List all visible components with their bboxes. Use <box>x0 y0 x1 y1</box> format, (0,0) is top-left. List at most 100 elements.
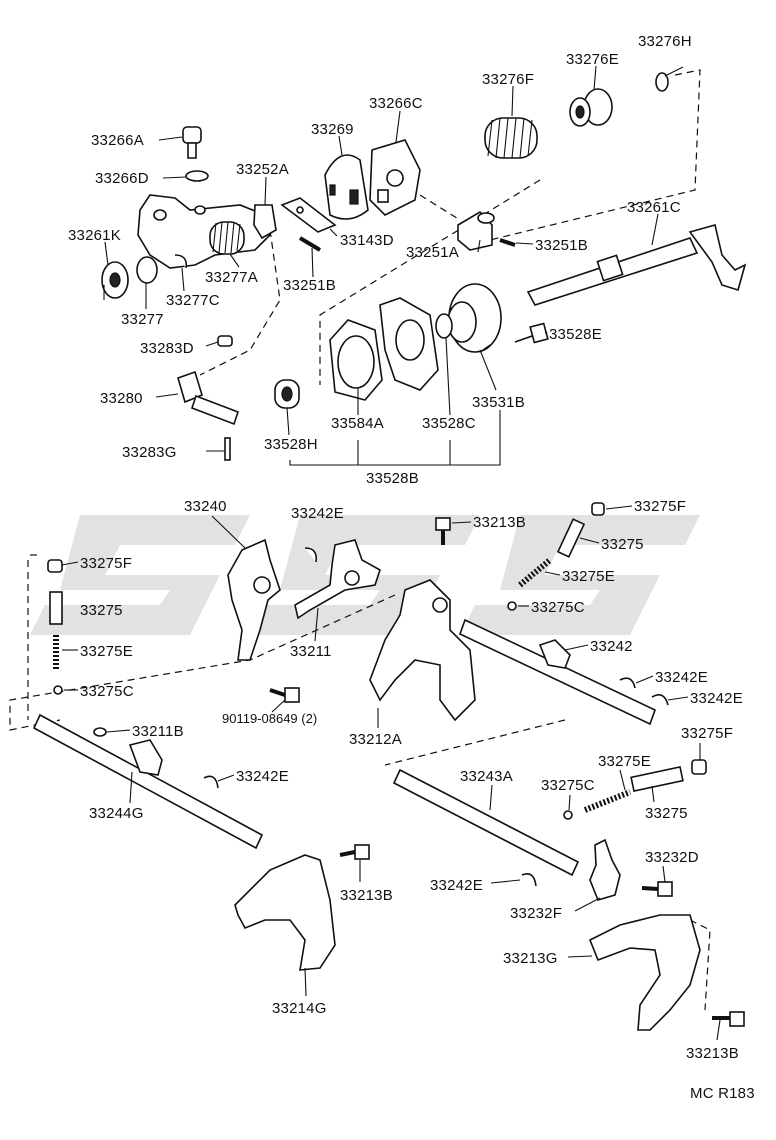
plug-33275F-bottom <box>691 759 707 775</box>
label-33251B-left: 33251B <box>283 277 336 294</box>
assembly-dashed-lines <box>9 69 711 1011</box>
fork-33212A <box>369 579 476 722</box>
label-33143D: 33143D <box>340 232 394 249</box>
label-33275E-right: 33275E <box>562 568 615 585</box>
shift-housing <box>137 194 271 269</box>
bushing-33528H <box>274 379 300 409</box>
actuator-33280 <box>177 370 240 426</box>
label-33277C: 33277C <box>166 292 220 309</box>
label-33213B-c: 33213B <box>686 1045 739 1062</box>
label-33528E: 33528E <box>549 326 602 343</box>
diagram-code: MC R183 <box>690 1085 755 1102</box>
label-33266D: 33266D <box>95 170 149 187</box>
label-33214G: 33214G <box>272 1000 327 1017</box>
label-33275C-left: 33275C <box>80 683 134 700</box>
lever-33240 <box>227 538 281 661</box>
snap-ring-33276H <box>655 72 669 92</box>
part-labels: 33276H 33276E 33276F 33266C 33269 33266A… <box>68 33 755 1102</box>
collar-33251A <box>457 210 495 251</box>
bolt-33528E <box>514 322 549 344</box>
label-90119-08649: 90119-08649 (2) <box>222 711 317 726</box>
pin-33251B-right <box>499 238 516 247</box>
label-33266C: 33266C <box>369 95 423 112</box>
ball-33275C-left <box>53 685 63 695</box>
lever-33211 <box>294 539 381 620</box>
clip-33242E-e <box>521 873 537 887</box>
plug-33275F-left <box>47 559 63 573</box>
label-33213B-b: 33213B <box>340 887 393 904</box>
ring-33277 <box>136 256 158 284</box>
label-33242E-e: 33242E <box>430 877 483 894</box>
label-33275E-left: 33275E <box>80 643 133 660</box>
label-33213G: 33213G <box>503 950 558 967</box>
label-33276H: 33276H <box>638 33 692 50</box>
leader-lines <box>61 65 721 1041</box>
label-33275E-bottom: 33275E <box>598 753 651 770</box>
bolt-33213B-c <box>712 1011 745 1027</box>
shaft-33242 <box>459 618 656 726</box>
clip-33242E-a <box>304 547 318 563</box>
pin-33275-bottom <box>630 766 684 792</box>
lever-33252A <box>253 204 277 240</box>
ball-33275C-right <box>507 601 517 611</box>
label-33232D: 33232D <box>645 849 699 866</box>
fork-33213G <box>588 914 701 1031</box>
bracket-33266C <box>369 139 421 216</box>
label-33275F-right: 33275F <box>634 498 686 515</box>
extension-housing <box>379 297 439 391</box>
label-33275-left: 33275 <box>80 602 123 619</box>
plate-33143D <box>280 197 337 233</box>
label-33261K: 33261K <box>68 227 121 244</box>
label-33243A: 33243A <box>460 768 513 785</box>
label-33276E: 33276E <box>566 51 619 68</box>
spring-33275E-bottom <box>583 789 632 813</box>
lever-33232F <box>589 838 621 901</box>
clip-33242E-c <box>651 694 669 706</box>
label-33276F: 33276F <box>482 71 534 88</box>
label-33531B: 33531B <box>472 394 525 411</box>
bolt-33213B-a <box>435 517 451 545</box>
gasket-33584A <box>329 319 383 401</box>
ball-33275C-bottom <box>563 810 573 820</box>
label-33212A: 33212A <box>349 731 402 748</box>
label-33266A: 33266A <box>91 132 144 149</box>
label-33261C: 33261C <box>627 199 681 216</box>
label-33251B-right: 33251B <box>535 237 588 254</box>
bolt-90119 <box>269 687 300 703</box>
label-33275C-bottom: 33275C <box>541 777 595 794</box>
label-33242E-d: 33242E <box>236 768 289 785</box>
clip-33242E-b <box>619 677 636 689</box>
spring-33275E-right <box>518 557 552 588</box>
bolt-33213B-b <box>339 844 370 860</box>
ball-33211B <box>93 727 107 737</box>
washer-33266D <box>185 170 209 182</box>
label-33277A: 33277A <box>205 269 258 286</box>
clip-33242E-d <box>203 775 219 789</box>
label-33584A: 33584A <box>331 415 384 432</box>
label-33528B: 33528B <box>366 470 419 487</box>
label-33251A: 33251A <box>406 244 459 261</box>
plug-33275F-right <box>591 502 605 516</box>
spring-33276F <box>484 117 538 159</box>
fork-33214G <box>234 854 336 971</box>
pin-33283G <box>224 437 231 461</box>
shaft-33261C <box>526 224 747 306</box>
clip-33277C <box>174 254 188 269</box>
label-33277: 33277 <box>121 311 164 328</box>
bolt-33232D <box>641 881 673 897</box>
label-33275F-left: 33275F <box>80 555 132 572</box>
label-33240: 33240 <box>184 498 227 515</box>
pin-33275-left <box>49 591 63 625</box>
label-33211B: 33211B <box>132 723 184 740</box>
label-33242E-c: 33242E <box>690 690 743 707</box>
cover-33531B <box>447 283 502 353</box>
label-33232F: 33232F <box>510 905 562 922</box>
label-33242E-a: 33242E <box>291 505 344 522</box>
label-33275F-bottom: 33275F <box>681 725 733 742</box>
spring-33277A <box>209 221 245 255</box>
seal-33261K <box>101 261 129 300</box>
label-33280: 33280 <box>100 390 143 407</box>
label-33275C-right: 33275C <box>531 599 585 616</box>
label-33269: 33269 <box>311 121 354 138</box>
